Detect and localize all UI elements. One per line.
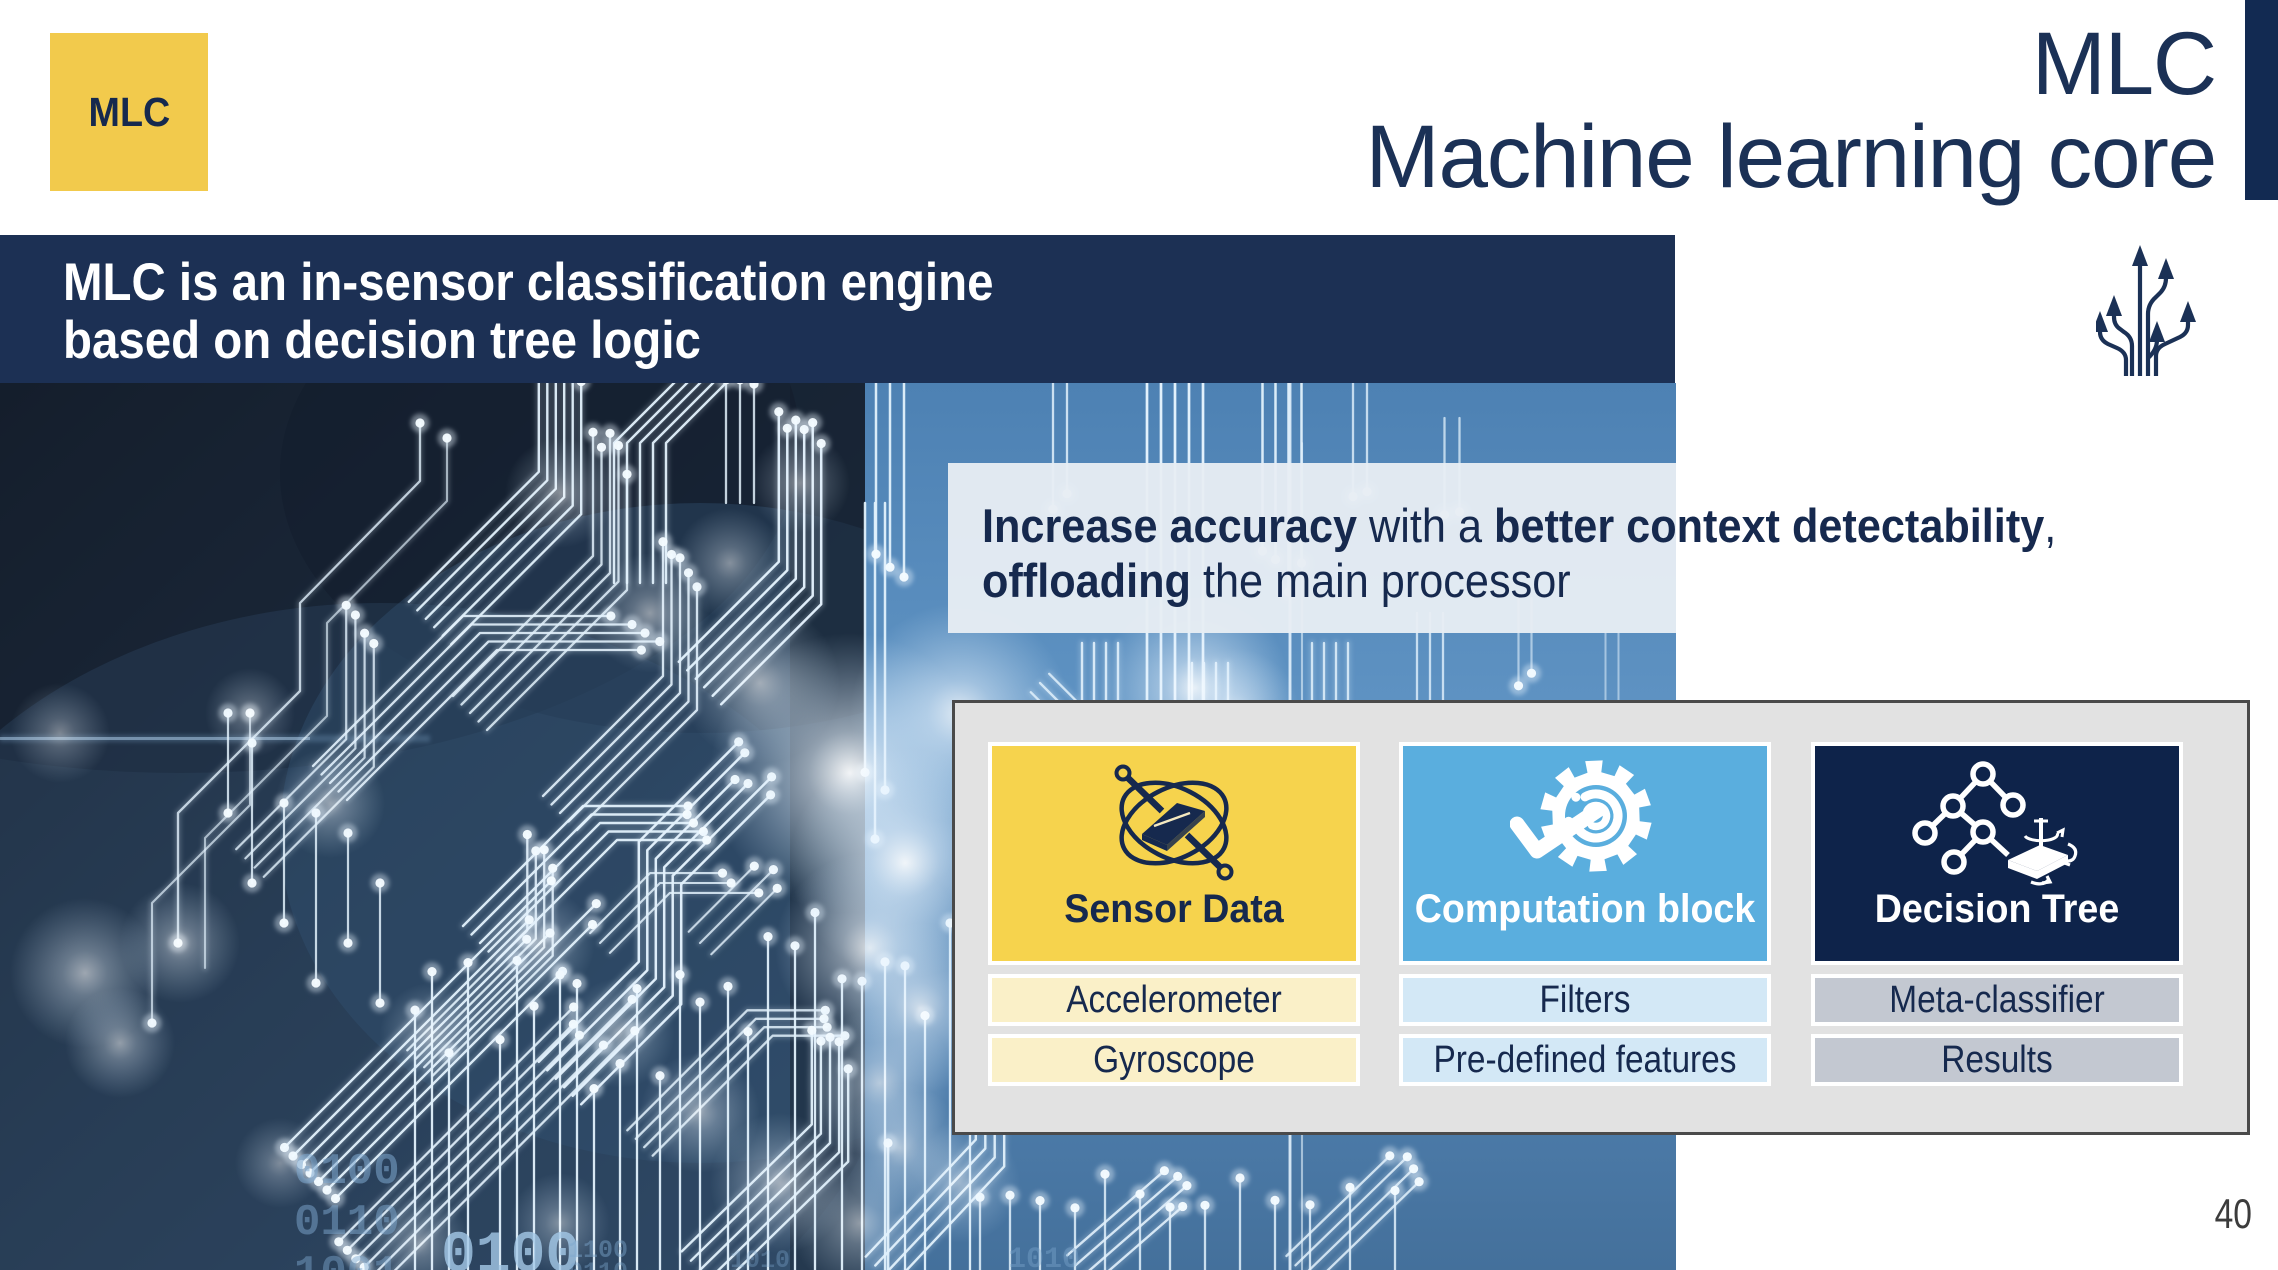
svg-text:0110: 0110 xyxy=(568,1258,628,1270)
svg-text:1010: 1010 xyxy=(1008,1243,1080,1270)
svg-text:1100: 1100 xyxy=(568,1236,628,1265)
svg-text:0100: 0100 xyxy=(294,1147,400,1197)
svg-text:1010: 1010 xyxy=(730,1246,790,1270)
svg-text:0100: 0100 xyxy=(441,1224,580,1270)
svg-text:0110: 0110 xyxy=(294,1198,400,1248)
